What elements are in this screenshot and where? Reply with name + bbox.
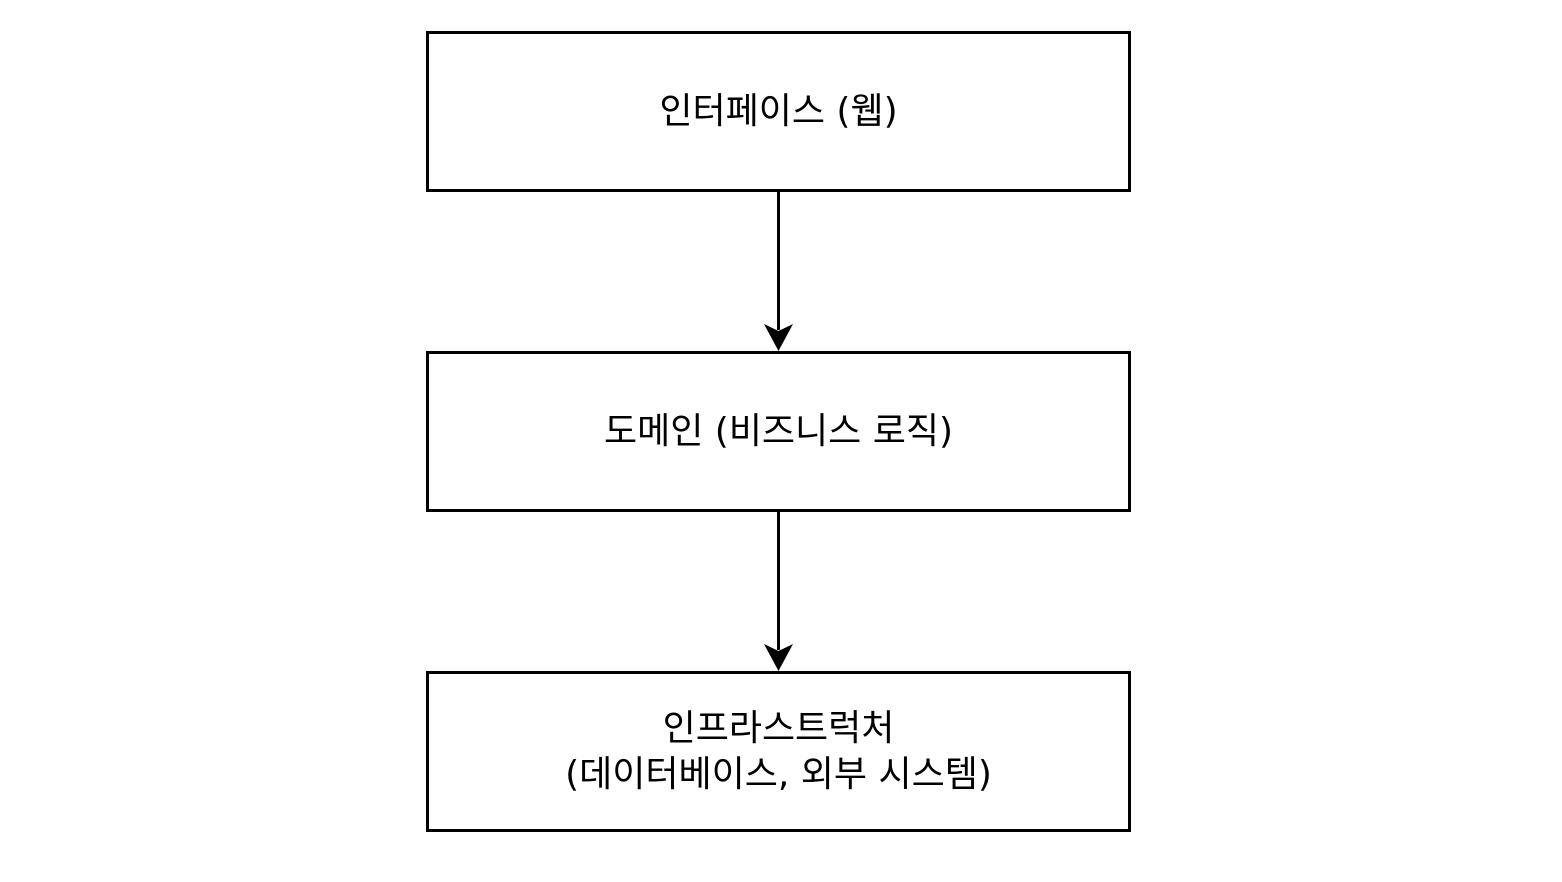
node-interface: 인터페이스 (웹) bbox=[426, 31, 1131, 192]
node-label: 도메인 (비즈니스 로직) bbox=[603, 410, 954, 452]
arrowhead-icon bbox=[764, 324, 793, 351]
edge-domain-to-infrastructure bbox=[764, 512, 793, 671]
arrowhead-icon bbox=[764, 644, 793, 671]
node-infrastructure: 인프라스트럭처 (데이터베이스, 외부 시스템) bbox=[426, 671, 1131, 832]
node-label: 인프라스트럭처 (데이터베이스, 외부 시스템) bbox=[565, 707, 992, 795]
node-label: 인터페이스 (웹) bbox=[659, 90, 898, 132]
edge-interface-to-domain bbox=[764, 192, 793, 351]
node-domain: 도메인 (비즈니스 로직) bbox=[426, 351, 1131, 512]
